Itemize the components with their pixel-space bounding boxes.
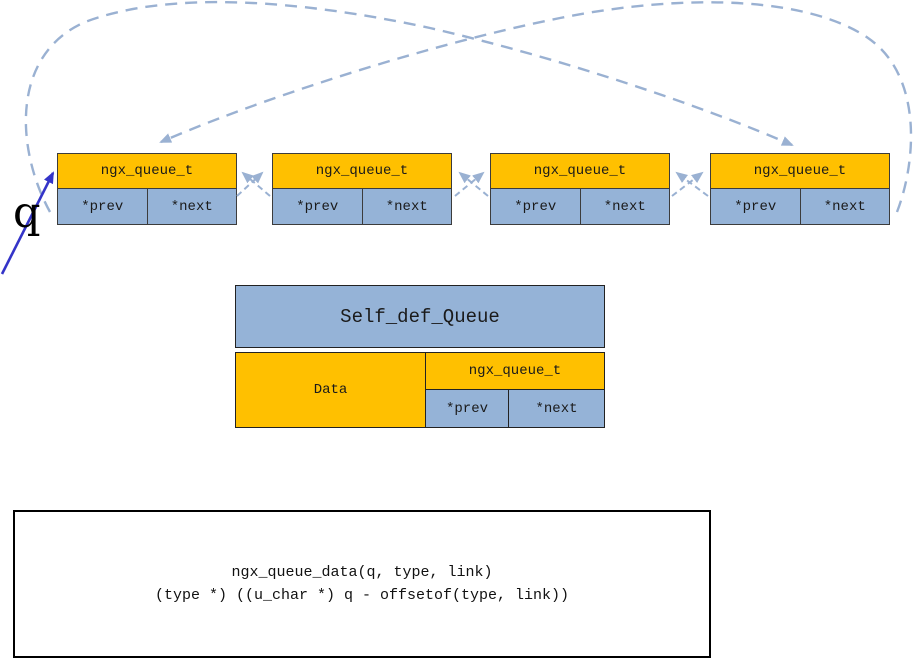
struct-prev-cell: *prev (425, 389, 509, 428)
prev-arrow-3-2 (458, 171, 489, 197)
prev-arrow-2-1 (241, 171, 271, 197)
node-pointer-row: *prev *next (710, 188, 890, 225)
node-pointer-row: *prev *next (272, 188, 452, 225)
node-pointer-row: *prev *next (490, 188, 670, 225)
next-arrow-3-4 (671, 171, 704, 197)
node-header: ngx_queue_t (710, 153, 890, 189)
next-arrow-1-2 (236, 171, 264, 197)
prev-cell: *prev (57, 188, 148, 225)
macro-code-box: ngx_queue_data(q, type, link) (type *) (… (13, 510, 711, 658)
struct-data-cell: Data (235, 352, 426, 428)
node-pointer-row: *prev *next (57, 188, 237, 225)
node-header: ngx_queue_t (490, 153, 670, 189)
prev-cell: *prev (490, 188, 581, 225)
macro-signature: ngx_queue_data(q, type, link) (231, 564, 493, 581)
prev-cell: *prev (272, 188, 363, 225)
next-cell: *next (146, 188, 237, 225)
macro-expansion: (type *) ((u_char *) q - offsetof(type, … (154, 587, 570, 604)
struct-next-cell: *next (508, 389, 605, 428)
queue-node-4: ngx_queue_t *prev *next (710, 153, 890, 225)
next-cell: *next (579, 188, 670, 225)
struct-queue-header-cell: ngx_queue_t (425, 352, 605, 390)
node-header: ngx_queue_t (57, 153, 237, 189)
node-header: ngx_queue_t (272, 153, 452, 189)
next-cell: *next (799, 188, 890, 225)
prev-arrow-4-3 (675, 171, 709, 197)
next-cell: *next (361, 188, 452, 225)
queue-node-2: ngx_queue_t *prev *next (272, 153, 452, 225)
next-arrow-2-3 (454, 171, 485, 197)
struct-title-box: Self_def_Queue (235, 285, 605, 348)
queue-node-3: ngx_queue_t *prev *next (490, 153, 670, 225)
q-pointer-label: q (13, 188, 41, 238)
queue-node-1: ngx_queue_t *prev *next (57, 153, 237, 225)
prev-cell: *prev (710, 188, 801, 225)
